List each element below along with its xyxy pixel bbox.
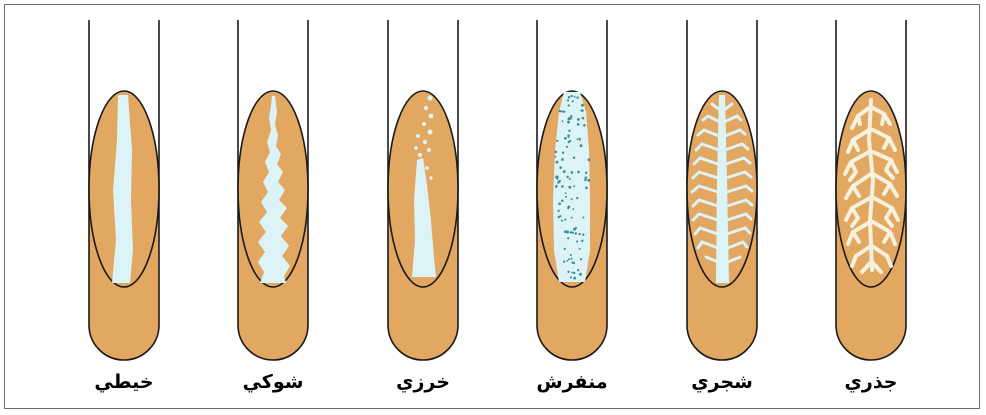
label-rhizoid: جذري <box>811 371 931 393</box>
tube-filiform <box>89 20 159 360</box>
tube-beaded <box>388 20 458 360</box>
label-arborescent: شجري <box>662 371 782 393</box>
tube-arborescent <box>687 20 757 360</box>
tube-rhizoid <box>836 20 906 360</box>
label-effuse: منفرش <box>512 371 632 393</box>
tube-effuse <box>537 20 607 360</box>
label-echinulate: شوكي <box>213 371 333 393</box>
tube-echinulate <box>238 20 308 360</box>
label-beaded: خرزي <box>363 371 483 393</box>
effuse-growth <box>553 92 590 282</box>
label-filiform: خيطي <box>64 371 184 393</box>
